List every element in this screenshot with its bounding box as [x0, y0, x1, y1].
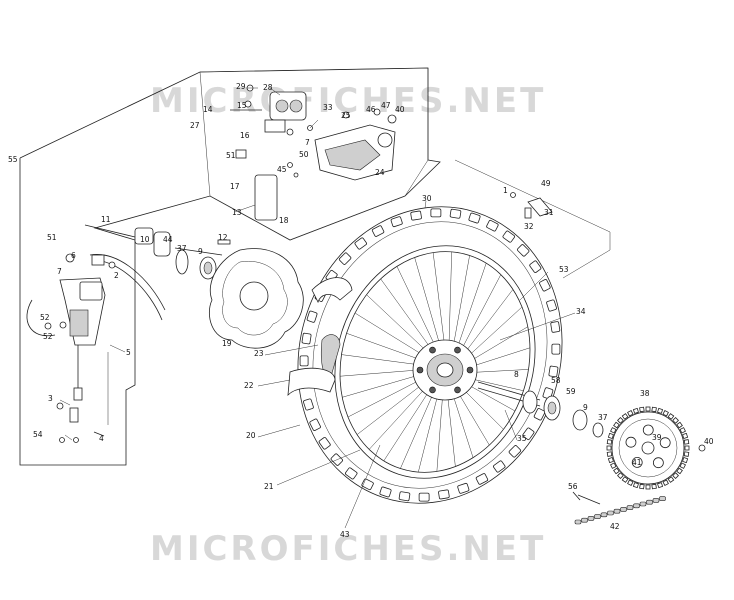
callout-39: 39 — [652, 433, 662, 442]
brake-disc — [208, 248, 304, 349]
axle-and-bearings — [477, 381, 604, 438]
tube-and-rim-band — [287, 277, 353, 397]
callout-58: 58 — [551, 376, 561, 385]
callout-1: 1 — [503, 186, 508, 195]
callout-52: 52 — [40, 313, 50, 322]
callout-49: 49 — [541, 179, 551, 188]
callout-17: 17 — [230, 182, 240, 191]
watermark-bottom: MICROFICHES.NET — [150, 529, 546, 569]
callout-52: 52 — [43, 332, 53, 341]
callout-6: 6 — [71, 251, 76, 260]
callout-33: 33 — [323, 103, 333, 112]
callout-21: 21 — [264, 482, 274, 491]
callout-14: 14 — [203, 105, 213, 114]
callout-47: 47 — [381, 101, 391, 110]
callout-9: 9 — [583, 403, 588, 412]
hub-bolts — [416, 346, 474, 394]
callout-24: 24 — [375, 168, 385, 177]
callout-46: 46 — [366, 105, 376, 114]
callout-28: 28 — [263, 83, 273, 92]
tire-tread-blocks — [299, 208, 561, 502]
axle-spacer-group — [84, 224, 231, 280]
master-cylinder-group — [26, 253, 166, 443]
rear-sprocket — [611, 411, 685, 485]
callout-56: 56 — [568, 482, 578, 491]
callout-2: 2 — [114, 271, 119, 280]
callout-32: 32 — [524, 222, 534, 231]
sprocket-bolt-group — [510, 192, 553, 219]
callout-3: 3 — [48, 394, 53, 403]
callout-51: 51 — [47, 233, 57, 242]
callout-7: 7 — [305, 138, 310, 147]
leader-lines — [64, 87, 576, 529]
callout-9: 9 — [198, 247, 203, 256]
callout-15: 15 — [237, 101, 247, 110]
callout-59: 59 — [566, 387, 576, 396]
callout-44: 44 — [163, 235, 173, 244]
callout-31: 31 — [544, 208, 554, 217]
callout-23: 23 — [254, 349, 264, 358]
callout-54: 54 — [33, 430, 43, 439]
caliper-subassembly-box — [199, 67, 429, 241]
callout-53: 53 — [559, 265, 569, 274]
brake-caliper-group — [230, 84, 397, 221]
callout-38: 38 — [640, 389, 650, 398]
callout-10: 10 — [140, 235, 150, 244]
wheel-hub — [412, 339, 478, 401]
callout-7: 7 — [57, 267, 62, 276]
callout-18: 18 — [279, 216, 289, 225]
callout-40: 40 — [704, 437, 714, 446]
callout-42: 42 — [610, 522, 620, 531]
drive-chain — [574, 496, 666, 525]
callout-19: 19 — [222, 339, 232, 348]
callout-5: 5 — [126, 348, 131, 357]
callout-50: 50 — [299, 150, 309, 159]
callout-30: 30 — [422, 194, 432, 203]
callout-20: 20 — [246, 431, 256, 440]
callout-34: 34 — [576, 307, 586, 316]
callout-13: 13 — [232, 208, 242, 217]
callout-11: 11 — [101, 215, 111, 224]
callout-37: 37 — [177, 244, 187, 253]
callout-4: 4 — [99, 434, 104, 443]
callout-labels: 29 28 14 15 33 46 47 40 27 16 25 7 50 51… — [8, 82, 714, 539]
callout-16: 16 — [240, 131, 250, 140]
callout-29: 29 — [236, 82, 246, 91]
callout-43: 43 — [340, 530, 350, 539]
sprocket-side-outline — [454, 159, 611, 279]
callout-27: 27 — [190, 121, 200, 130]
callout-37: 37 — [598, 413, 608, 422]
sprocket-hardware — [572, 444, 706, 505]
callout-40: 40 — [395, 105, 405, 114]
callout-12: 12 — [218, 233, 228, 242]
callout-8: 8 — [514, 370, 519, 379]
callout-55: 55 — [8, 155, 18, 164]
callout-25: 25 — [341, 111, 351, 120]
callout-45: 45 — [277, 165, 287, 174]
callout-51: 51 — [226, 151, 236, 160]
callout-35: 35 — [517, 434, 527, 443]
sprocket-teeth — [606, 406, 690, 490]
callout-22: 22 — [244, 381, 254, 390]
callout-41: 41 — [632, 458, 642, 467]
